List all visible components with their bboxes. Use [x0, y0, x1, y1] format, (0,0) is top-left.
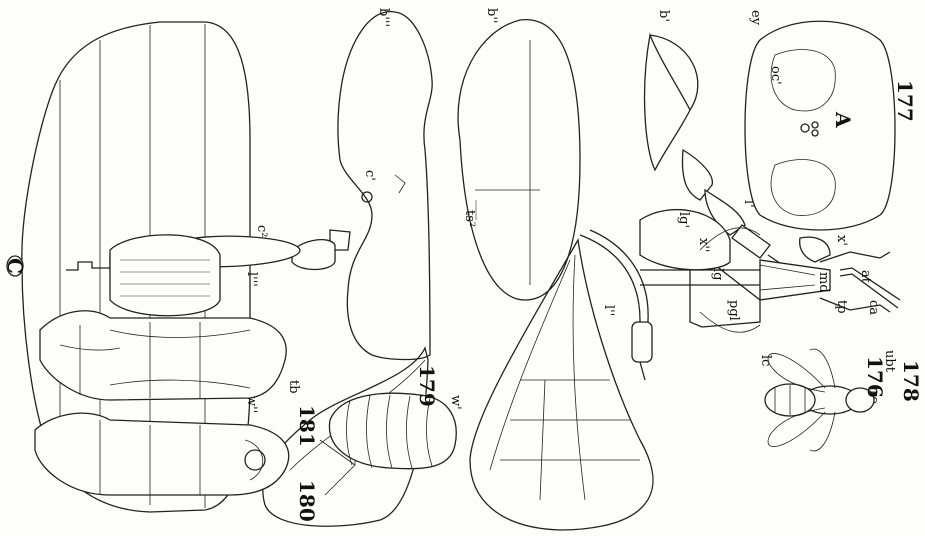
bee-drawing	[765, 349, 874, 451]
label-oc1: oc'	[768, 66, 783, 85]
label-tp: tp	[834, 300, 849, 314]
fig-176-number: 176	[863, 356, 887, 398]
label-tb: tb	[286, 380, 301, 394]
pupa-dorsal-drawing	[40, 311, 286, 400]
head-drawing	[745, 21, 895, 230]
fig-177-number: 177	[893, 80, 917, 122]
fig-179-number: 179	[415, 365, 439, 407]
label-pgl: pgl	[726, 300, 741, 321]
label-l2: l''	[601, 305, 616, 316]
panel-label-c: C	[3, 258, 27, 274]
label-lg1: lg'	[676, 212, 691, 228]
hind-leg-drawing	[66, 12, 432, 360]
label-l3: l'''	[244, 272, 259, 287]
fig-180-number: 180	[295, 480, 319, 522]
panel-label-a: A	[831, 111, 855, 128]
fig-178-number: 178	[899, 360, 923, 402]
label-lc: lc	[758, 355, 773, 366]
label-w1: w'	[448, 395, 463, 410]
label-ca: ca	[866, 300, 881, 315]
pupa-lateral-drawing	[35, 413, 289, 495]
label-lg: lg	[710, 268, 725, 280]
mandible-drawing	[800, 237, 830, 262]
label-x2: x''	[696, 238, 711, 252]
label-ts2: ts²	[462, 210, 477, 227]
label-c1: c'	[362, 170, 377, 181]
label-c2: c²	[254, 225, 269, 238]
middle-leg-drawing	[458, 20, 652, 380]
label-x1: x'	[834, 235, 849, 246]
label-md: md	[816, 272, 831, 293]
label-b2: b''	[484, 8, 499, 23]
label-b3: b'''	[376, 8, 391, 27]
fig-181-number: 181	[295, 405, 319, 447]
label-ey: ey	[748, 10, 763, 26]
label-at: at	[858, 270, 873, 284]
label-b1: b'	[656, 10, 671, 22]
